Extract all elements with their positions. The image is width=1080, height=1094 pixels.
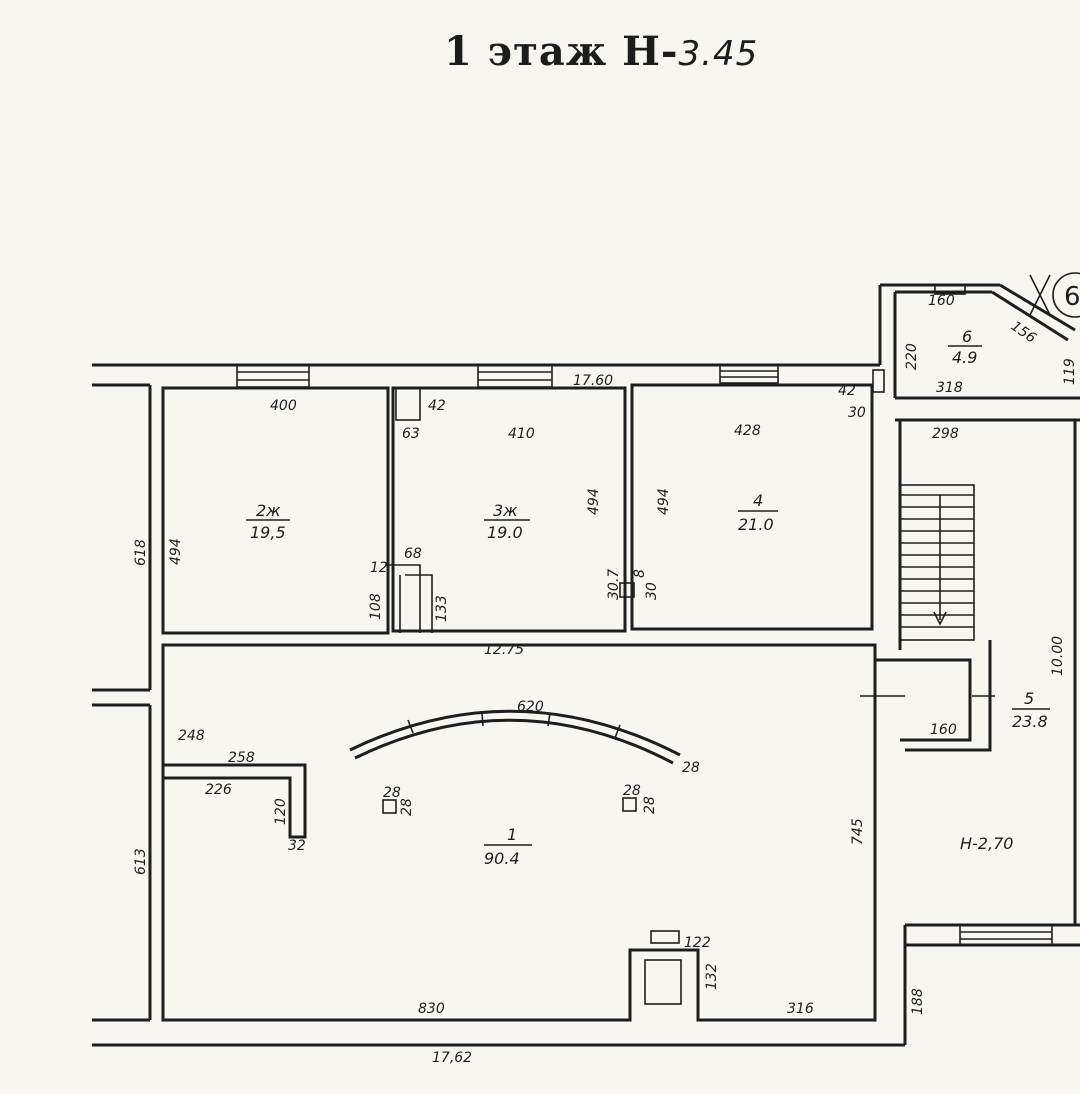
room-1 (161, 643, 877, 1022)
dimension-label-part-a: 12 (370, 560, 388, 576)
room-3-number: 3ж (493, 501, 518, 520)
room-4 (630, 383, 874, 631)
dimension-label-wall-left-top: 618 (133, 539, 149, 566)
ceiling-height-label: Н-2,70 (960, 834, 1013, 853)
l-partition (163, 763, 307, 839)
dimension-label-pier-a: 28 (383, 785, 401, 801)
dimension-label-r2-side: 494 (168, 538, 184, 565)
dimension-label-pier-d: 28 (642, 796, 658, 814)
dimension-label-top-total: 17.60 (573, 373, 613, 389)
dimension-label-r4-top: 428 (734, 423, 761, 439)
dimension-label-r6-right: 119 (1062, 358, 1078, 385)
dimension-label-step-side: 132 (704, 963, 720, 990)
dimension-label-stair-top: 298 (932, 426, 959, 442)
room-4-area: 21.0 (738, 515, 774, 534)
floor-height-handwritten: 3.45 (678, 34, 759, 74)
dimension-label-r1-side: 745 (850, 818, 866, 845)
room-1-number: 1 (507, 825, 517, 844)
room-5-number: 5 (1024, 689, 1034, 708)
dimension-label-bottom-right: 316 (787, 1001, 814, 1017)
room-6-number: 6 (962, 327, 972, 346)
room-3 (391, 386, 627, 633)
dimension-label-r4-corner-b: 30 (848, 405, 866, 421)
dimension-label-l-bottom: 32 (288, 838, 306, 854)
dimension-label-r4-side: 494 (656, 488, 672, 515)
room-1-area: 90.4 (484, 849, 520, 868)
dimension-label-r6-bottom: 318 (936, 380, 963, 396)
dimensions: 17.60 17,62 12.75 400 410 428 42 30 42 6… (133, 293, 1078, 1066)
pier-left (382, 799, 397, 814)
dimension-label-wall-left-bottom: 613 (133, 848, 149, 875)
dimension-label-l-inner: 226 (205, 782, 232, 798)
dimension-label-col-b: 8 (632, 569, 648, 578)
dimension-label-stair-side: 10.00 (1050, 636, 1066, 676)
room-4-number: 4 (753, 491, 763, 510)
room-5-area: 23.8 (1012, 712, 1048, 731)
dimension-label-outer-right: 188 (910, 988, 926, 1015)
dimension-label-r6-top: 160 (928, 293, 955, 309)
dimension-label-r1-248: 248 (178, 728, 205, 744)
room-5-stair (860, 484, 995, 752)
dimension-label-pier-b: 28 (399, 798, 415, 816)
dimension-label-r4-corner-a: 42 (838, 383, 856, 399)
dimension-label-part-b: 68 (404, 546, 422, 562)
axis-marker-circle (1052, 272, 1080, 318)
windows (236, 284, 1053, 946)
dimension-label-r6-left: 220 (904, 343, 920, 370)
dimension-label-col-a: 30.7 (606, 569, 622, 600)
dimension-label-landing: 160 (930, 722, 957, 738)
dimension-label-corridor-width: 12.75 (484, 642, 524, 658)
arc-partition (349, 709, 681, 765)
room-2-number: 2ж (256, 501, 281, 520)
dimension-label-l-side: 120 (273, 798, 289, 825)
dimension-label-r3-top: 410 (508, 426, 535, 442)
room-3-area: 19.0 (487, 523, 523, 542)
axis-marker-label: 6 (1064, 282, 1080, 312)
room-6-area: 4.9 (952, 348, 977, 367)
floor-title: 1 этаж Н-3.45 (444, 28, 758, 75)
floor-title-text: 1 этаж Н- (444, 28, 679, 75)
room-2-area: 19,5 (250, 523, 286, 542)
partition-details (388, 387, 635, 633)
dimension-label-l-top: 258 (228, 750, 255, 766)
dimension-label-col-c: 30 (644, 582, 660, 600)
dimension-label-bottom-left: 830 (418, 1001, 445, 1017)
dimension-label-r3-side: 494 (586, 488, 602, 515)
dimension-label-r2-top: 400 (270, 398, 297, 414)
dimension-label-arc-len: 620 (517, 699, 544, 715)
dimension-label-pier-c: 28 (623, 783, 641, 799)
room-6-walls (872, 369, 885, 393)
dimension-label-arc-end: 28 (682, 760, 700, 776)
dimension-label-niche-b: 63 (402, 426, 420, 442)
room-2 (161, 386, 390, 635)
dimension-label-part-c: 108 (368, 593, 384, 620)
step-box (644, 959, 682, 1005)
dimension-label-niche-a: 42 (428, 398, 446, 414)
step-mark (650, 930, 680, 944)
dimension-label-part-d: 133 (434, 595, 450, 622)
pier-right (622, 797, 637, 812)
dimension-label-step: 122 (684, 935, 711, 951)
outer-walls (92, 283, 1080, 1047)
dimension-label-r6-diag: 156 (1008, 318, 1039, 346)
dimension-label-bottom-total: 17,62 (432, 1050, 472, 1066)
